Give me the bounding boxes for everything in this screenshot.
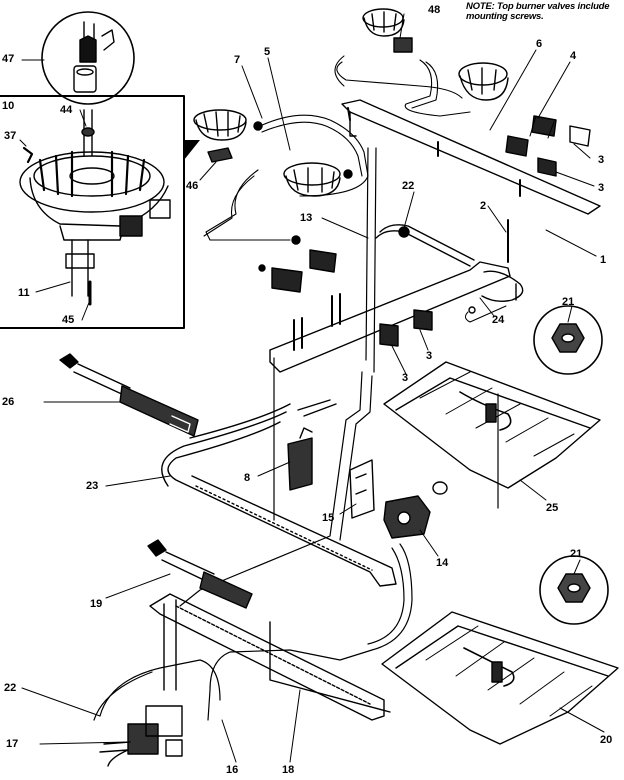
callout-3-b: 3 xyxy=(598,182,605,194)
callout-21-top: 21 xyxy=(562,296,575,308)
callout-24: 24 xyxy=(492,314,505,326)
callout-16: 16 xyxy=(226,764,239,776)
callout-3-c: 3 xyxy=(426,350,433,362)
oven-baffle xyxy=(381,611,619,745)
burner-detail-inset xyxy=(0,95,200,329)
callout-5: 5 xyxy=(264,46,271,58)
oven-gas-lines xyxy=(93,371,413,721)
callout-21-bottom: 21 xyxy=(570,548,583,560)
callout-48: 48 xyxy=(428,4,441,16)
nut-detail-bottom xyxy=(539,555,609,625)
burner-front-right xyxy=(458,62,509,101)
bracket xyxy=(349,459,375,519)
bake-burner xyxy=(149,593,391,721)
callout-26: 26 xyxy=(2,396,15,408)
callout-20: 20 xyxy=(600,734,613,746)
callout-13: 13 xyxy=(300,212,313,224)
callout-47: 47 xyxy=(2,53,15,65)
callout-3-a: 3 xyxy=(598,154,605,166)
callout-46: 46 xyxy=(186,180,199,192)
igniter-26 xyxy=(59,353,199,437)
broil-burner xyxy=(161,399,397,587)
misc-small-parts xyxy=(207,37,509,323)
callout-37: 37 xyxy=(4,130,17,142)
callout-22-top: 22 xyxy=(402,180,415,192)
callout-4: 4 xyxy=(570,50,577,62)
callout-2: 2 xyxy=(480,200,487,212)
valves xyxy=(271,115,591,347)
callout-15: 15 xyxy=(322,512,335,524)
callout-6: 6 xyxy=(536,38,543,50)
manifold-assembly xyxy=(269,99,601,373)
rear-panel-outline xyxy=(273,357,499,521)
spark-module xyxy=(287,427,313,491)
callout-10: 10 xyxy=(2,100,15,112)
burner-rear-left xyxy=(193,109,247,141)
oven-safety-valve xyxy=(99,705,183,767)
callout-19: 19 xyxy=(90,598,103,610)
callout-11: 11 xyxy=(18,287,30,299)
burner-front-left xyxy=(283,162,341,197)
burner-rear-right xyxy=(362,8,405,37)
callout-3-d: 3 xyxy=(402,372,409,384)
callout-17: 17 xyxy=(6,738,19,750)
callout-14: 14 xyxy=(436,557,449,569)
burner-cap-detail xyxy=(41,11,135,105)
oven-control-valve xyxy=(383,481,448,539)
callout-18: 18 xyxy=(282,764,295,776)
callout-23: 23 xyxy=(86,480,99,492)
nut-detail-top xyxy=(533,305,603,375)
callout-44: 44 xyxy=(60,104,73,116)
callout-7: 7 xyxy=(234,54,241,66)
callout-22-bottom: 22 xyxy=(4,682,17,694)
callout-8: 8 xyxy=(244,472,251,484)
note-text: NOTE: Top burner valves include mounting… xyxy=(466,1,610,22)
burner-head-detail xyxy=(19,109,171,306)
broiler-baffle xyxy=(383,361,601,489)
callout-1: 1 xyxy=(600,254,607,266)
leader-lines xyxy=(19,13,605,763)
burner-tubes xyxy=(203,55,471,241)
callout-45: 45 xyxy=(62,314,75,326)
igniter-19 xyxy=(147,539,253,609)
callout-25: 25 xyxy=(546,502,559,514)
